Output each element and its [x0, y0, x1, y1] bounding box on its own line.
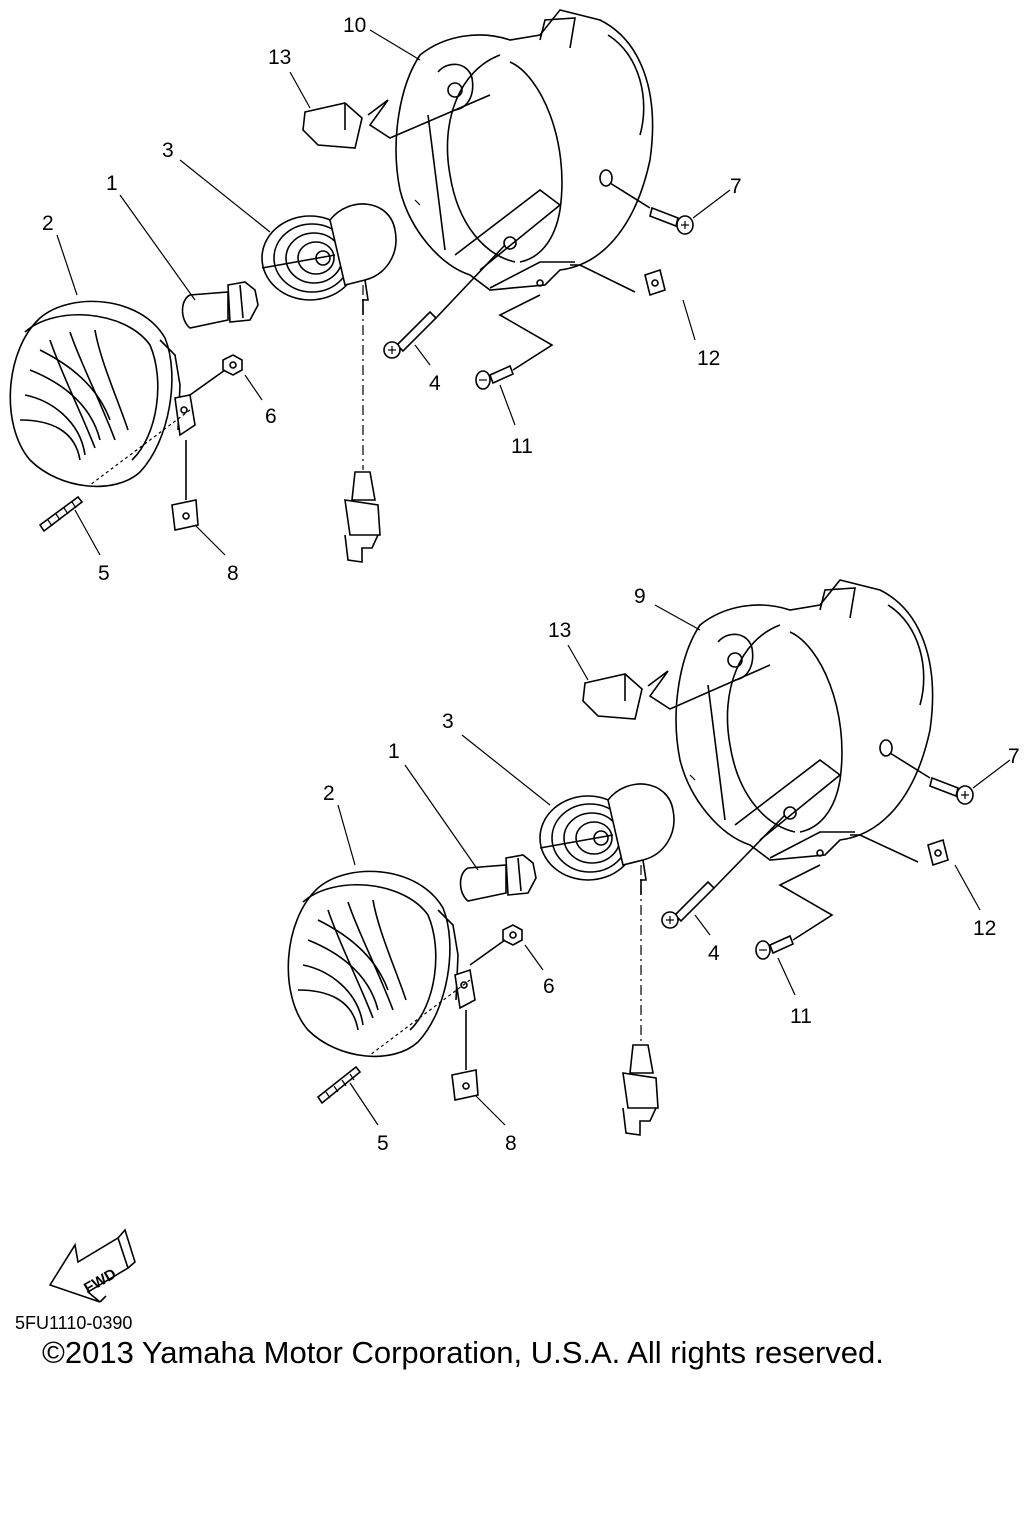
- housing-10: [395, 9, 654, 291]
- callout-5: 5: [98, 562, 110, 585]
- screw-11-lower: [755, 934, 795, 960]
- callout-4: 4: [429, 372, 441, 395]
- screw-5: [38, 495, 84, 533]
- callout-8: 8: [227, 562, 239, 585]
- wire-connector-lower: [622, 865, 659, 1136]
- lower-assembly: 9 13 3 1 2 7 12 4 6 11 5 8: [287, 579, 1020, 1155]
- callout-10: 10: [343, 14, 366, 37]
- callout-13-lower: 13: [548, 619, 571, 642]
- callout-13: 13: [268, 46, 291, 69]
- screw-7: [649, 206, 694, 235]
- copyright-notice: ©2013 Yamaha Motor Corporation, U.S.A. A…: [42, 1335, 884, 1370]
- callout-12-lower: 12: [973, 917, 996, 940]
- clip-12-lower: [927, 838, 949, 867]
- screw-4-lower: [661, 880, 716, 929]
- callout-11-lower: 11: [790, 1005, 812, 1028]
- upper-leader-lines: [89, 94, 651, 500]
- bulb-1: [181, 281, 259, 329]
- housing-9: [675, 579, 934, 861]
- lens-2: [9, 300, 196, 488]
- screw-7-lower: [929, 776, 974, 805]
- clip-nut-8: [171, 499, 199, 531]
- callout-12: 12: [697, 347, 720, 370]
- callout-3: 3: [162, 139, 174, 162]
- screw-4: [383, 310, 438, 359]
- bulb-socket-3: [261, 203, 397, 301]
- upper-callout-lines: [56, 29, 731, 556]
- screw-11: [475, 364, 515, 390]
- diagram-code: 5FU1110-0390: [15, 1313, 132, 1333]
- callout-1-lower: 1: [388, 740, 400, 763]
- callout-11: 11: [511, 435, 533, 458]
- callout-8-lower: 8: [505, 1132, 517, 1155]
- callout-1: 1: [106, 172, 118, 195]
- callout-7-lower: 7: [1008, 745, 1020, 768]
- callout-7: 7: [730, 175, 742, 198]
- lower-callout-lines: [337, 604, 1011, 1126]
- callout-2-lower: 2: [323, 782, 335, 805]
- clip-12: [644, 268, 666, 297]
- screw-5-lower: [316, 1065, 362, 1105]
- cushion-13: [302, 102, 363, 149]
- lower-leader-lines: [369, 664, 931, 1070]
- nut-6: [222, 354, 243, 376]
- bulb-1-lower: [459, 854, 537, 902]
- callout-6: 6: [265, 405, 277, 428]
- bulb-socket-3-lower: [539, 783, 675, 881]
- clip-nut-8-lower: [451, 1069, 479, 1101]
- upper-assembly: 10 13 3 1 2 7 12 4 6 11 5 8: [9, 9, 742, 585]
- fwd-arrow-icon: FWD: [48, 1228, 136, 1303]
- nut-6-lower: [502, 924, 523, 946]
- callout-2: 2: [42, 212, 54, 235]
- callout-4-lower: 4: [708, 942, 720, 965]
- callout-6-lower: 6: [543, 975, 555, 998]
- wire-connector-upper: [344, 285, 381, 563]
- cushion-13-lower: [582, 673, 643, 720]
- lens-2-lower: [287, 870, 476, 1058]
- callout-3-lower: 3: [442, 710, 454, 733]
- callout-9: 9: [634, 585, 646, 608]
- callout-5-lower: 5: [377, 1132, 389, 1155]
